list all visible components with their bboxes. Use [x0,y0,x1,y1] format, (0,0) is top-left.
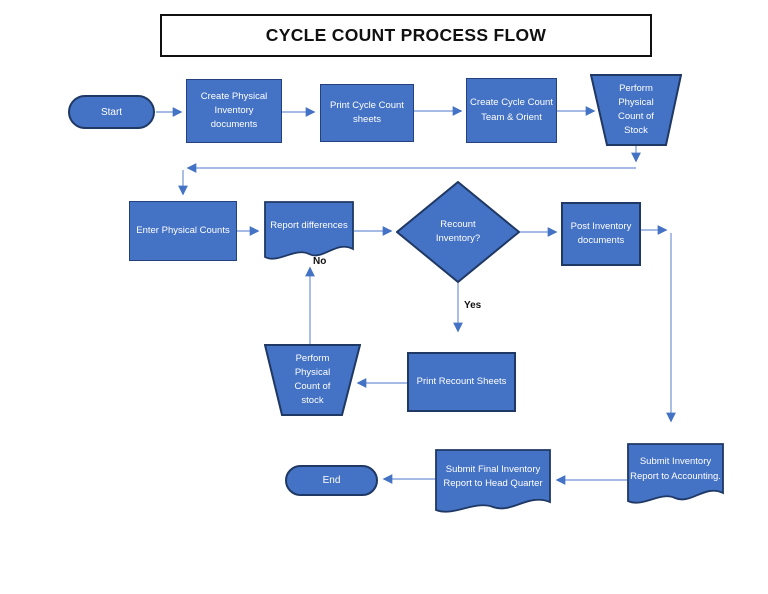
manual-operation-shape [264,344,361,416]
node-post-inventory-documents: Post Inventory documents [561,202,641,266]
node-perform-physical-count-of-stock-2-label: Perform Physical Count of stock [294,352,331,407]
node-end-label: End [322,475,341,486]
diagram-title: CYCLE COUNT PROCESS FLOW [265,25,547,45]
node-end: End [285,465,378,496]
decision-diamond-shape [396,181,520,283]
node-enter-physical-counts: Enter Physical Counts [129,201,237,261]
node-post-inventory-documents-label: Post Inventory documents [570,220,632,246]
node-report-differences: Report differences [264,201,354,262]
node-submit-inventory-report-accounting: Submit Inventory Report to Accounting. [627,443,724,506]
node-start: Start [68,95,155,129]
node-create-physical-inventory-documents-label: Create Physical Inventory documents [200,90,268,131]
branch-label-no: No [313,256,327,267]
node-perform-physical-count-of-stock-2: Perform Physical Count of stock [264,344,361,416]
node-submit-inventory-report-accounting-label: Submit Inventory Report to Accounting. [630,456,721,482]
document-shape [627,443,724,504]
node-recount-inventory-label: Recount Inventory? [435,218,481,244]
node-print-cycle-count-sheets-label: Print Cycle Count sheets [330,99,404,125]
document-shape [435,449,551,513]
node-submit-final-inventory-report-hq-label: Submit Final Inventory Report to Head Qu… [443,463,543,489]
node-print-cycle-count-sheets: Print Cycle Count sheets [320,84,414,142]
branch-label-yes: Yes [464,300,482,311]
node-report-differences-label: Report differences [270,220,348,232]
node-recount-inventory-decision: Recount Inventory? [396,181,520,283]
node-create-physical-inventory-documents: Create Physical Inventory documents [186,79,282,143]
node-print-recount-sheets: Print Recount Sheets [407,352,516,412]
document-shape [264,201,354,260]
node-enter-physical-counts-label: Enter Physical Counts [136,224,230,236]
node-create-cycle-count-team-orient: Create Cycle Count Team & Orient [466,78,557,143]
manual-operation-shape [590,74,682,146]
node-submit-final-inventory-report-hq: Submit Final Inventory Report to Head Qu… [435,449,551,515]
node-print-recount-sheets-label: Print Recount Sheets [416,375,507,387]
node-start-label: Start [100,106,123,118]
node-perform-physical-count-of-stock-label: Perform Physical Count of Stock [618,82,654,137]
node-perform-physical-count-of-stock: Perform Physical Count of Stock [590,74,682,146]
node-create-cycle-count-team-orient-label: Create Cycle Count Team & Orient [470,97,553,123]
diagram-title-box: CYCLE COUNT PROCESS FLOW [160,14,652,57]
